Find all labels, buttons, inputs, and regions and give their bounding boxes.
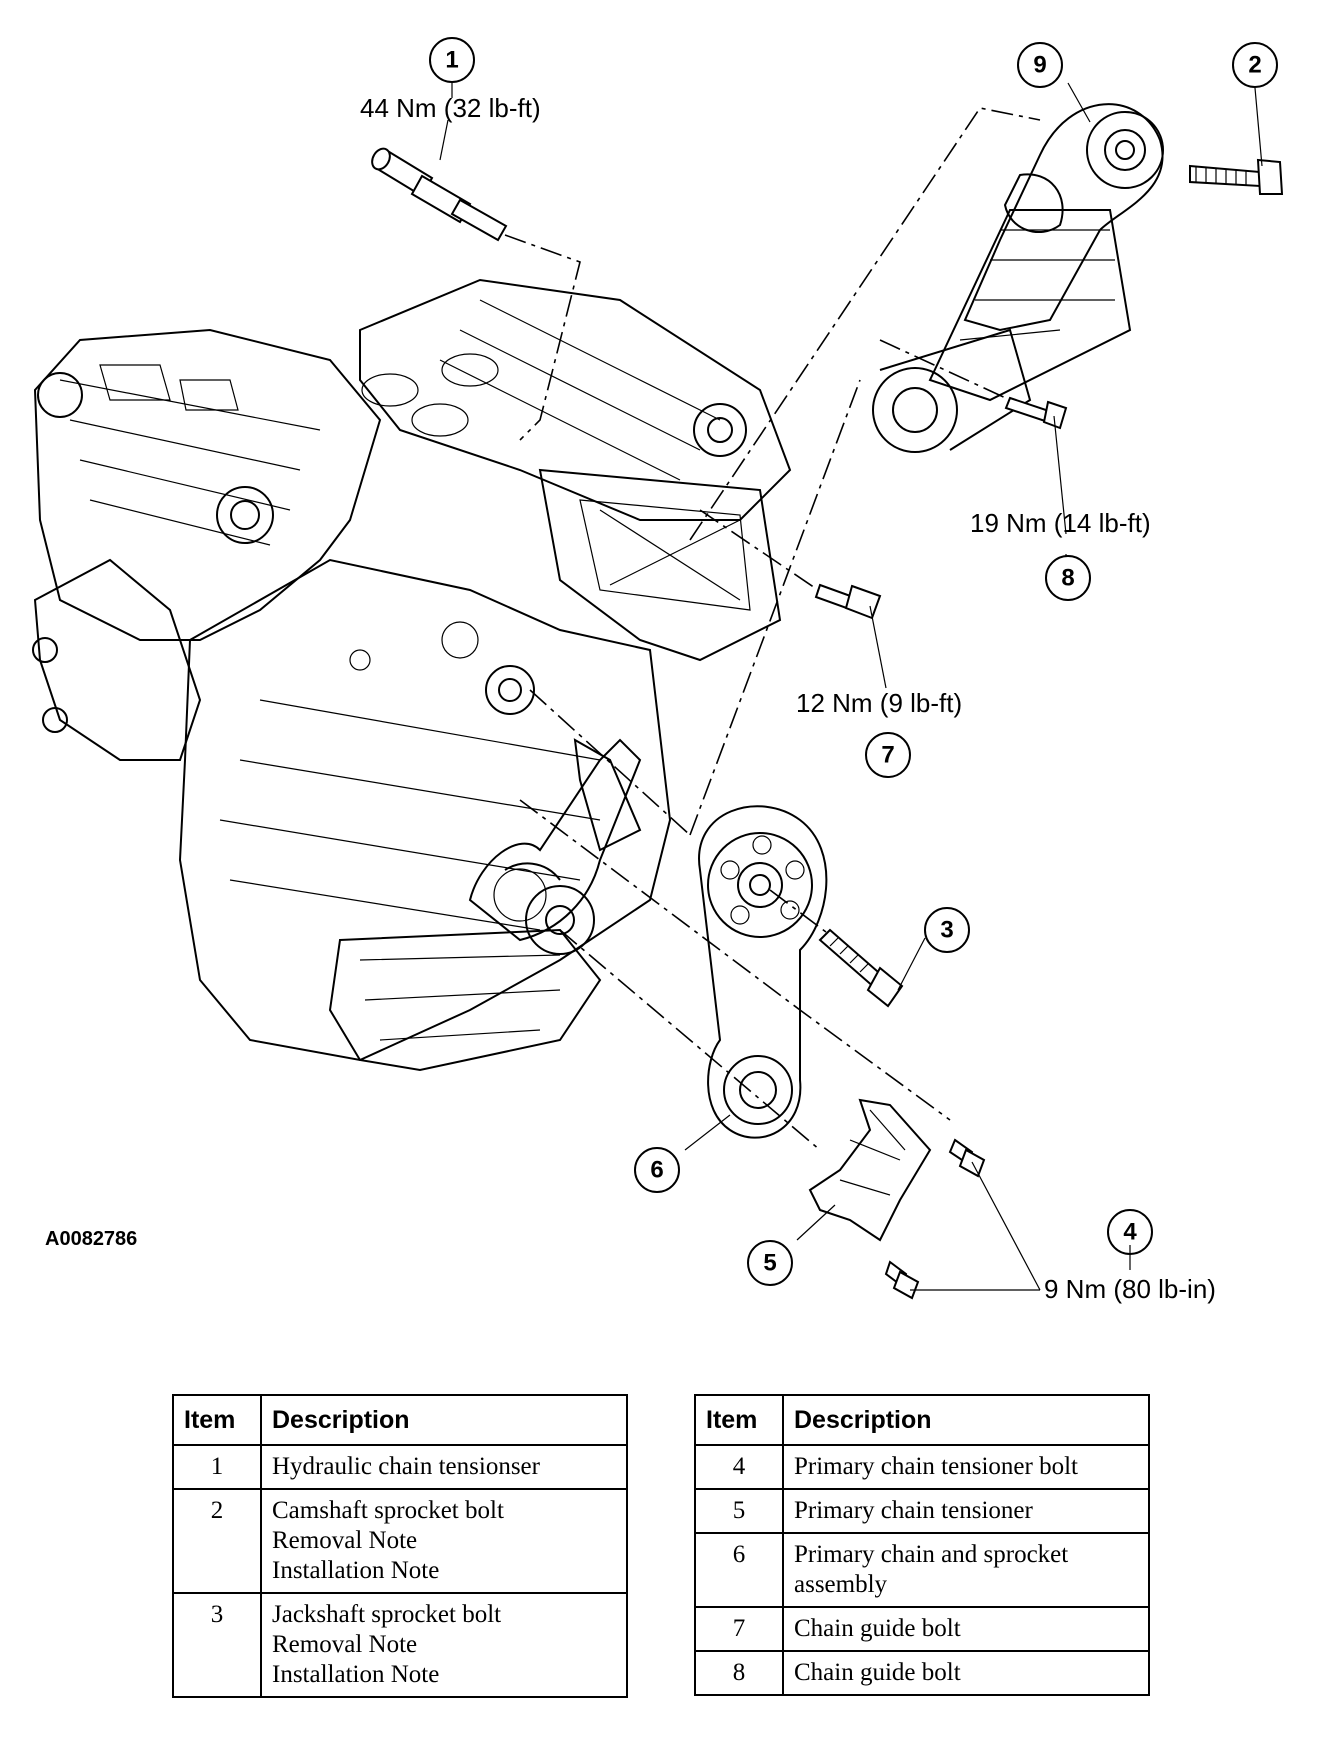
description-line: Removal Note <box>272 1527 418 1554</box>
legend-row: 1 Hydraulic chain tensionser <box>172 1444 628 1490</box>
legend-item-number: 8 <box>694 1650 784 1696</box>
callout-number: 9 <box>1033 52 1046 79</box>
description-line: Installation Note <box>272 1661 440 1688</box>
hydraulic-chain-tensioner-drawing <box>371 147 581 441</box>
legend-row: 4 Primary chain tensioner bolt <box>694 1444 1150 1490</box>
legend-table-left: Item Description 1 Hydraulic chain tensio… <box>172 1394 628 1698</box>
description-line: assembly <box>794 1571 888 1598</box>
legend-row: 5 Primary chain tensioner <box>694 1488 1150 1534</box>
legend-item-number: 7 <box>694 1606 784 1652</box>
leader-lines <box>439 82 1263 1291</box>
legend-header-row: Item Description <box>172 1394 628 1446</box>
legend-item-number: 3 <box>172 1592 262 1698</box>
callout-number: 2 <box>1248 52 1261 79</box>
engine-timing-diagram: 1 44 Nm (32 lb-ft) 9 2 19 Nm (14 lb-ft) … <box>32 37 1284 1304</box>
callout-number: 1 <box>445 47 458 74</box>
legend-description: Chain guide bolt <box>782 1650 1150 1696</box>
description-column-header: Description <box>782 1394 1150 1446</box>
primary-chain-tensioner-drawing <box>808 1098 986 1300</box>
torque-label: 19 Nm (14 lb-ft) <box>970 508 1151 538</box>
legend-row: 7 Chain guide bolt <box>694 1606 1150 1652</box>
callout-1: 1 44 Nm (32 lb-ft) <box>360 37 541 123</box>
callout-7: 12 Nm (9 lb-ft) 7 <box>796 688 962 778</box>
description-line: Chain guide bolt <box>794 1615 961 1642</box>
legend-item-number: 2 <box>172 1488 262 1594</box>
upper-chain-guide-and-cam-sprocket-drawing <box>689 103 1284 836</box>
torque-label: 12 Nm (9 lb-ft) <box>796 688 962 718</box>
legend-item-number: 1 <box>172 1444 262 1490</box>
legend-header-row: Item Description <box>694 1394 1150 1446</box>
description-line: Installation Note <box>272 1557 440 1584</box>
callout-number: 8 <box>1061 565 1074 592</box>
legend-description: Primary chain tensioner <box>782 1488 1150 1534</box>
callout-6: 6 <box>634 1147 680 1193</box>
description-line: Primary chain and sprocket <box>794 1541 1069 1568</box>
description-line: Primary chain tensioner bolt <box>794 1453 1078 1480</box>
legend-row: 8 Chain guide bolt <box>694 1650 1150 1696</box>
callout-number: 3 <box>940 917 953 944</box>
legend-description: Primary chain tensioner bolt <box>782 1444 1150 1490</box>
callout-2: 2 <box>1232 42 1278 88</box>
item-column-header: Item <box>172 1394 262 1446</box>
description-line: Chain guide bolt <box>794 1659 961 1686</box>
figure-id: A0082786 <box>45 1228 137 1250</box>
legend-item-number: 6 <box>694 1532 784 1608</box>
engine-block-drawing <box>32 278 792 1072</box>
legend-row: 6 Primary chain and sprocket assembly <box>694 1532 1150 1608</box>
legend-item-number: 4 <box>694 1444 784 1490</box>
primary-chain-and-sprocket-drawing <box>519 689 951 1151</box>
legend-description: Hydraulic chain tensionser <box>260 1444 628 1490</box>
callout-number: 6 <box>650 1157 663 1184</box>
legend-item-number: 5 <box>694 1488 784 1534</box>
callout-5: 5 <box>747 1240 793 1286</box>
callout-3: 3 <box>924 907 970 953</box>
item-column-header: Item <box>694 1394 784 1446</box>
description-line: Jackshaft sprocket bolt <box>272 1601 502 1628</box>
callout-9: 9 <box>1017 42 1063 88</box>
torque-label: 9 Nm (80 lb-in) <box>1044 1274 1216 1304</box>
description-line: Primary chain tensioner <box>794 1497 1033 1524</box>
legend-description: Primary chain and sprocket assembly <box>782 1532 1150 1608</box>
callout-number: 7 <box>881 742 894 769</box>
legend-description: Chain guide bolt <box>782 1606 1150 1652</box>
callout-number: 4 <box>1123 1219 1137 1246</box>
description-line: Hydraulic chain tensionser <box>272 1453 540 1480</box>
description-line: Removal Note <box>272 1631 418 1658</box>
callout-4: 4 9 Nm (80 lb-in) <box>1044 1209 1216 1304</box>
callout-number: 5 <box>763 1250 776 1277</box>
description-line: Camshaft sprocket bolt <box>272 1497 504 1524</box>
callout-8: 19 Nm (14 lb-ft) 8 <box>970 508 1151 601</box>
description-column-header: Description <box>260 1394 628 1446</box>
torque-label: 44 Nm (32 lb-ft) <box>360 93 541 123</box>
